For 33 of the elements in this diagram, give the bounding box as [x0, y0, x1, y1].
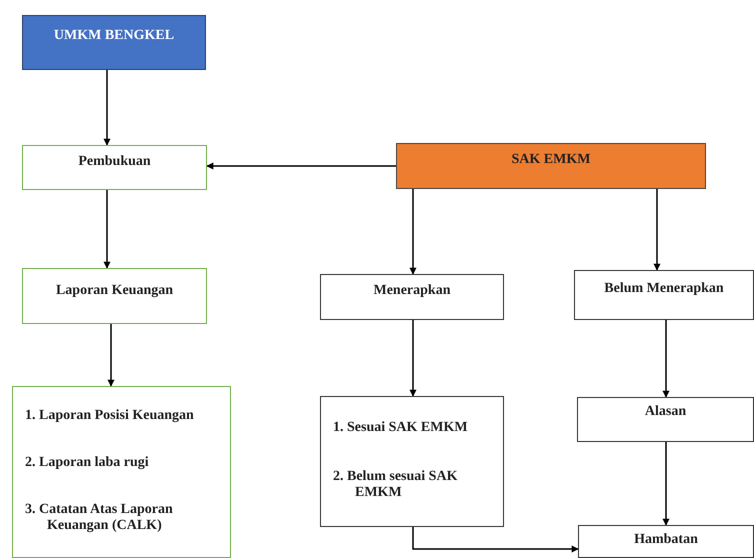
box-text: 2. Belum sesuai SAK EMKM [332, 469, 458, 502]
process-box [12, 386, 231, 558]
process-box [22, 145, 207, 190]
process-box [22, 268, 207, 324]
box-text: Alasan [644, 404, 686, 420]
arrow [662, 320, 670, 398]
arrow [104, 190, 110, 269]
standard-box [396, 143, 706, 189]
process-box [320, 274, 504, 320]
process-box [320, 396, 504, 527]
box-text: Belum Menerapkan [604, 281, 724, 297]
box-text: 2. Laporan laba rugi [24, 454, 150, 471]
arrow [104, 70, 110, 146]
process-box [577, 397, 754, 442]
arrow [206, 162, 396, 170]
box-text: 3. Catatan Atas Laporan Keuangan (CALK) [24, 502, 174, 534]
arrow [410, 189, 416, 275]
box-text: 1. Laporan Posisi Keuangan [24, 408, 195, 424]
process-box [578, 525, 754, 558]
title-box [22, 15, 206, 70]
arrow [412, 527, 579, 552]
arrow [410, 320, 416, 397]
box-text: Pembukuan [78, 154, 151, 170]
box-text: UMKM BENGKEL [54, 28, 174, 44]
box-text: Hambatan [634, 532, 698, 548]
box-text: SAK EMKM [512, 152, 590, 168]
box-text: Menerapkan [374, 283, 450, 299]
box-text: Laporan Keuangan [56, 283, 174, 299]
arrow [654, 189, 660, 271]
box-text: 1. Sesuai SAK EMKM [332, 420, 469, 436]
arrow [108, 324, 114, 387]
arrow [662, 442, 670, 526]
process-box [574, 270, 754, 320]
